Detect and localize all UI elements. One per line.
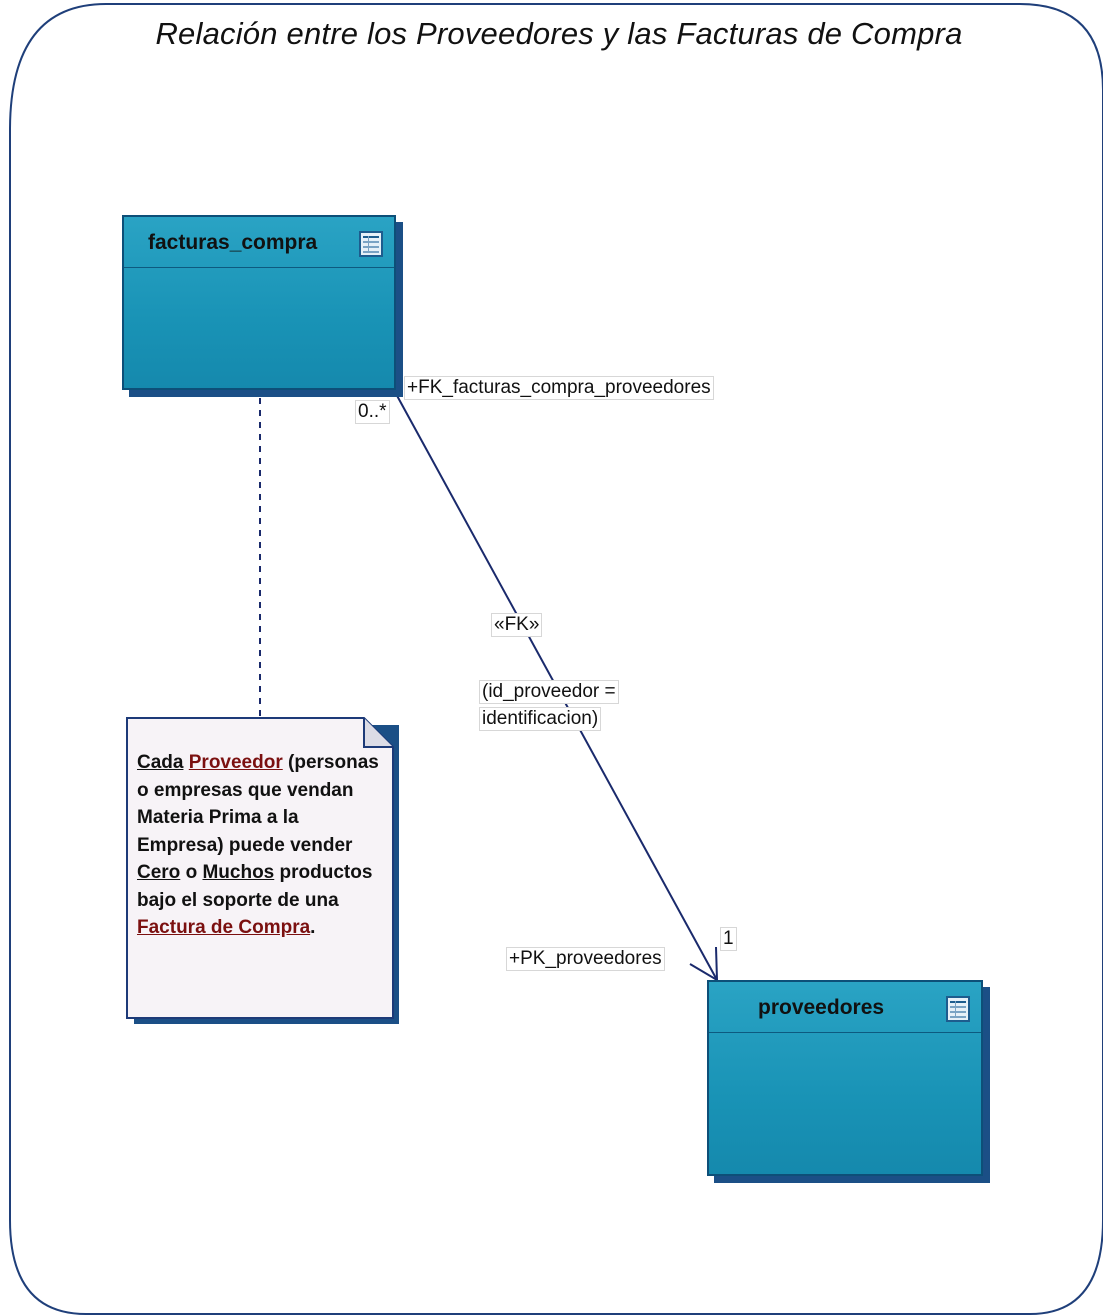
diagram-frame bbox=[9, 3, 1103, 1315]
entity-name: proveedores bbox=[758, 996, 885, 1019]
entity-header: proveedores bbox=[709, 982, 981, 1033]
entity-facturas-compra[interactable]: facturas_compra bbox=[122, 215, 396, 390]
condition-label-1: (id_proveedor = bbox=[479, 680, 619, 704]
stereotype-label: «FK» bbox=[491, 613, 543, 637]
note-word-muchos: Muchos bbox=[202, 862, 275, 883]
note-text-3: productos bajo el soporte de una bbox=[137, 862, 373, 911]
note-word-proveedor: Proveedor bbox=[188, 752, 283, 773]
note-shape bbox=[126, 717, 399, 1024]
fk-role-label: +FK_facturas_compra_proveedores bbox=[404, 376, 714, 400]
note-word-cero: Cero bbox=[137, 862, 181, 883]
entity-header: facturas_compra bbox=[124, 217, 394, 268]
fk-multiplicity-label: 0..* bbox=[355, 400, 390, 424]
note-text-1: (personas o empresas que vendan Materia … bbox=[137, 752, 379, 856]
note-word-cada: Cada bbox=[137, 752, 184, 773]
entity-proveedores[interactable]: proveedores bbox=[707, 980, 983, 1176]
diagram-title: Relación entre los Proveedores y las Fac… bbox=[155, 16, 963, 51]
note-text: Cada Proveedor (personas o empresas que … bbox=[137, 749, 387, 942]
entity-name: facturas_compra bbox=[148, 231, 318, 254]
condition-label-2: identificacion) bbox=[479, 707, 602, 731]
table-icon bbox=[359, 231, 383, 257]
pk-multiplicity-label: 1 bbox=[720, 927, 737, 951]
note-word-factura: Factura de Compra bbox=[137, 917, 311, 938]
note-text-2: o bbox=[180, 862, 203, 883]
pk-role-label: +PK_proveedores bbox=[506, 947, 665, 971]
note-text-4: . bbox=[310, 917, 316, 938]
association-arrowhead bbox=[689, 946, 719, 982]
table-icon bbox=[946, 996, 970, 1022]
